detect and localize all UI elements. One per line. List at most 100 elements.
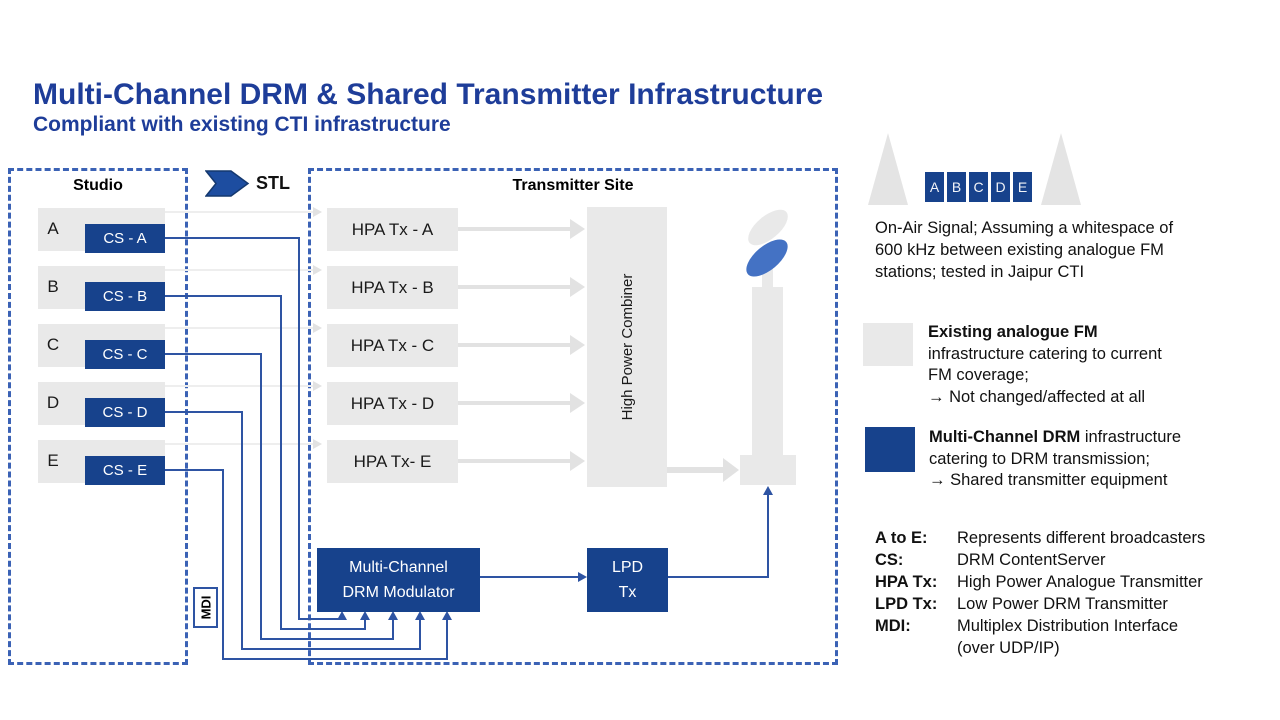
legend-drm-note: → Shared transmitter equipment — [929, 471, 1168, 489]
arrowhead — [388, 611, 398, 620]
drm-modulator-label-line1: Multi-Channel — [349, 559, 448, 576]
connector-segment — [364, 619, 366, 630]
arrowhead — [570, 393, 585, 413]
arrowhead — [578, 572, 587, 582]
mdi-label: MDI — [198, 595, 213, 620]
connector-segment — [165, 295, 282, 297]
modulator-to-lpd-line — [480, 576, 580, 578]
connector-segment — [241, 648, 421, 650]
channel-block-c: C — [969, 172, 988, 202]
glossary-row: LPD Tx: Low Power DRM Transmitter — [875, 595, 1168, 613]
hpa-tx-d-box: HPA Tx - D — [327, 382, 458, 425]
antenna-mast — [752, 287, 783, 457]
analogue-feed-line-a — [165, 211, 315, 213]
analogue-feed-line-c — [165, 327, 315, 329]
connector-segment — [222, 469, 224, 660]
channel-block-e: E — [1013, 172, 1032, 202]
connector-segment — [260, 638, 394, 640]
arrowhead — [337, 611, 347, 620]
glossary: A to E: Represents different broadcaster… — [875, 527, 1255, 659]
mdi-label-box: MDI — [193, 587, 218, 628]
hpa-tx-b-box: HPA Tx - B — [327, 266, 458, 309]
connector-segment — [241, 411, 243, 650]
hpa-tx-c-box: HPA Tx - C — [327, 324, 458, 367]
cs-d-box: CS - D — [85, 398, 165, 427]
legend-swatch-drm — [865, 427, 915, 472]
on-air-signal-note: On-Air Signal; Assuming a whitespace of … — [875, 219, 1174, 281]
studio-letter-a: A — [47, 219, 59, 238]
channel-block-d: D — [991, 172, 1010, 202]
legend-swatch-analogue — [863, 323, 913, 366]
stl-arrow-icon — [205, 170, 250, 197]
arrowhead — [313, 323, 322, 333]
studio-label: Studio — [73, 177, 123, 194]
antenna-base — [740, 455, 796, 485]
analogue-feed-line-e — [165, 443, 315, 445]
hpa-b-to-combiner-line — [458, 285, 571, 289]
arrowhead — [570, 219, 585, 239]
studio-group-box — [8, 168, 188, 665]
transmitter-site-label: Transmitter Site — [512, 177, 634, 194]
studio-letter-c: C — [46, 335, 60, 354]
combiner-to-antenna-line — [667, 467, 724, 473]
studio-letter-e: E — [47, 451, 59, 470]
legend-drm-title: Multi-Channel DRM — [929, 428, 1081, 446]
arrowhead — [570, 335, 585, 355]
arrowhead — [360, 611, 370, 620]
connector-segment — [222, 658, 448, 660]
arrowhead — [723, 458, 739, 482]
page-subtitle: Compliant with existing CTI infrastructu… — [33, 113, 451, 136]
lpd-to-antenna-line — [668, 576, 769, 578]
connector-segment — [298, 618, 343, 620]
connector-segment — [280, 295, 282, 630]
drm-modulator-label-line2: DRM Modulator — [342, 584, 455, 601]
connector-segment — [392, 619, 394, 640]
channel-block-a: A — [925, 172, 944, 202]
arrowhead — [313, 439, 322, 449]
connector-segment — [165, 411, 243, 413]
fm-spectrum-peak-left-icon — [868, 133, 908, 205]
analogue-feed-line-d — [165, 385, 315, 387]
legend-analogue-note: → Not changed/affected at all — [928, 387, 1146, 406]
transmitter-site-group-box — [308, 168, 838, 665]
hpa-c-to-combiner-line — [458, 343, 571, 347]
arrowhead — [415, 611, 425, 620]
glossary-row: MDI: Multiplex Distribution Interface (o… — [875, 617, 1179, 657]
drm-modulator-box: Multi-Channel DRM Modulator — [317, 548, 480, 612]
antenna-mast-stub — [762, 264, 773, 290]
glossary-row: CS: DRM ContentServer — [875, 551, 1106, 569]
glossary-row: HPA Tx: High Power Analogue Transmitter — [875, 573, 1203, 591]
fm-spectrum-peak-right-icon — [1041, 133, 1081, 205]
cs-a-box: CS - A — [85, 224, 165, 253]
lpd-tx-box: LPD Tx — [587, 548, 668, 612]
arrowhead — [313, 381, 322, 391]
connector-segment — [165, 237, 300, 239]
cs-e-box: CS - E — [85, 456, 165, 485]
hpa-tx-e-box: HPA Tx- E — [327, 440, 458, 483]
lpd-tx-label-line2: Tx — [618, 584, 637, 601]
arrowhead — [442, 611, 452, 620]
arrowhead — [313, 207, 322, 217]
analogue-feed-line-b — [165, 269, 315, 271]
arrowhead — [763, 486, 773, 495]
connector-segment — [165, 353, 262, 355]
legend-analogue-title: Existing analogue FM — [928, 323, 1098, 341]
high-power-combiner-label: High Power Combiner — [618, 273, 636, 421]
stl-label: STL — [256, 173, 290, 193]
hpa-e-to-combiner-line — [458, 459, 571, 463]
page-title: Multi-Channel DRM & Shared Transmitter I… — [33, 78, 824, 111]
connector-segment — [446, 619, 448, 660]
arrowhead — [313, 265, 322, 275]
channel-block-b: B — [947, 172, 966, 202]
connector-segment — [419, 619, 421, 650]
hpa-tx-a-box: HPA Tx - A — [327, 208, 458, 251]
connector-segment — [260, 353, 262, 640]
connector-segment — [165, 469, 224, 471]
cs-c-box: CS - C — [85, 340, 165, 369]
connector-segment — [298, 237, 300, 620]
hpa-a-to-combiner-line — [458, 227, 571, 231]
studio-letter-b: B — [47, 277, 59, 296]
high-power-combiner-box — [587, 207, 667, 487]
cs-b-box: CS - B — [85, 282, 165, 311]
